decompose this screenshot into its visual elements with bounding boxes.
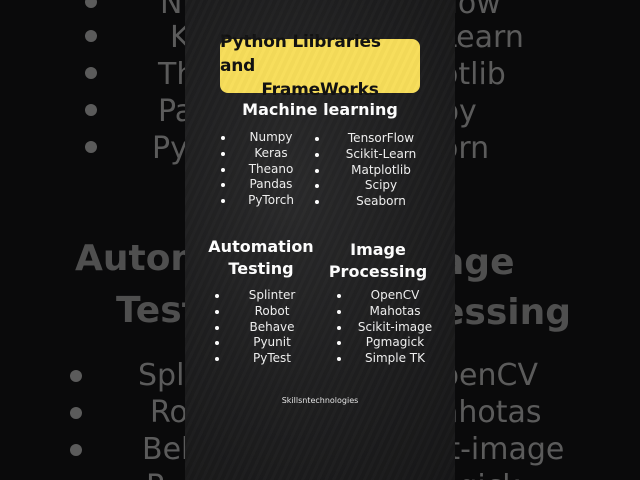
bullet-icon (315, 137, 319, 141)
item-label: Behave (249, 319, 295, 334)
list-item: Simple TK (337, 351, 441, 367)
item-label: Numpy (249, 130, 293, 144)
bullet-icon (315, 184, 319, 189)
bullet-icon (70, 370, 82, 382)
bg-heading: essing (440, 292, 572, 333)
heading-line: Image (350, 240, 406, 259)
list-item: Pgmagick (337, 335, 441, 351)
item-label: OpenCV (370, 288, 420, 302)
bullet-icon (337, 341, 341, 346)
heading-line: Testing (228, 259, 294, 278)
bullet-icon (221, 151, 225, 156)
bullet-icon (337, 357, 341, 362)
list-item: TensorFlow (315, 131, 433, 147)
bullet-icon (215, 341, 219, 346)
item-label: Seaborn (356, 194, 406, 209)
list-item: Behave (215, 320, 315, 336)
image-processing-list: OpenCV Mahotas Scikit-image Pgmagick Sim… (337, 288, 441, 367)
bullet-icon (215, 294, 219, 298)
bg-text: ahotas (440, 395, 542, 430)
item-label: PyTest (253, 351, 291, 366)
bullet-icon (215, 357, 219, 362)
item-label: TensorFlow (347, 131, 415, 145)
bg-text: penCV (440, 358, 538, 393)
bullet-icon (337, 294, 341, 298)
list-item: Robot (215, 304, 315, 320)
list-item: Matplotlib (315, 163, 433, 179)
list-item: Scikit-Learn (315, 147, 433, 163)
bullet-icon (315, 168, 319, 173)
bullet-icon (221, 136, 225, 140)
item-label: PyTorch (248, 193, 294, 208)
heading-automation-testing: Automation Testing (207, 236, 315, 280)
list-item: Seaborn (315, 194, 433, 210)
bullet-icon (85, 30, 97, 42)
title-line-1: Python Liibraries and (220, 32, 381, 76)
heading-line: Processing (328, 262, 428, 281)
item-label: Pgmagick (365, 335, 425, 350)
bg-text: K (170, 20, 190, 55)
ml-list-col2: TensorFlow Scikit-Learn Matplotlib Scipy… (315, 131, 433, 210)
bullet-icon (221, 167, 225, 172)
bullet-icon (85, 104, 97, 116)
list-item: Numpy (221, 130, 321, 146)
bullet-icon (337, 325, 341, 330)
bg-text: it-image (440, 432, 565, 467)
item-label: Mahotas (369, 303, 421, 318)
bg-text: P (146, 469, 164, 480)
list-item: Splinter (215, 288, 315, 304)
bg-text: agick (440, 469, 520, 480)
bullet-icon (70, 407, 82, 419)
ml-list-col1: Numpy Keras Theano Pandas PyTorch (221, 130, 321, 209)
item-label: Scikit-Learn (345, 146, 417, 161)
bullet-icon (215, 309, 219, 314)
bullet-icon (221, 183, 225, 188)
list-item: Keras (221, 146, 321, 162)
bullet-icon (337, 309, 341, 314)
bullet-icon (315, 200, 319, 205)
title-box: Python Liibraries and FrameWorks (220, 32, 420, 100)
bullet-icon (70, 444, 82, 456)
bullet-icon (221, 199, 225, 204)
item-label: Matplotlib (351, 162, 411, 177)
list-item: Scipy (315, 178, 433, 194)
item-label: Scikit-image (357, 319, 433, 334)
list-item: Theano (221, 162, 321, 178)
automation-list: Splinter Robot Behave Pyunit PyTest (215, 288, 315, 367)
list-item: Scikit-image (337, 320, 441, 336)
item-label: Splinter (248, 288, 296, 302)
bullet-icon (85, 67, 97, 79)
bg-text: Py (152, 131, 188, 166)
bullet-icon (215, 325, 219, 330)
item-label: Simple TK (365, 351, 425, 366)
list-item: OpenCV (337, 288, 441, 304)
bg-text: Spli (138, 358, 193, 393)
item-label: Scipy (364, 178, 398, 193)
poster-panel: Python Liibraries and FrameWorks Machine… (185, 0, 455, 480)
list-item: PyTest (215, 351, 315, 367)
item-label: Pyunit (253, 335, 291, 350)
list-item: Mahotas (337, 304, 441, 320)
heading-line: Automation (208, 237, 314, 256)
list-item: Pyunit (215, 335, 315, 351)
heading-image-processing: Image Processing (325, 239, 431, 283)
bullet-icon (85, 0, 97, 8)
list-item: PyTorch (221, 193, 321, 209)
item-label: Keras (254, 145, 288, 160)
bullet-icon (315, 152, 319, 157)
heading-machine-learning: Machine learning (242, 100, 398, 119)
bg-text: Ro (150, 395, 188, 430)
title-line-2: FrameWorks (261, 80, 379, 100)
bullet-icon (85, 141, 97, 153)
item-label: Theano (248, 161, 294, 176)
footer-brand: Skillsntechnologies (281, 396, 359, 405)
list-item: Pandas (221, 177, 321, 193)
item-label: Pandas (249, 177, 293, 192)
item-label: Robot (254, 303, 290, 318)
